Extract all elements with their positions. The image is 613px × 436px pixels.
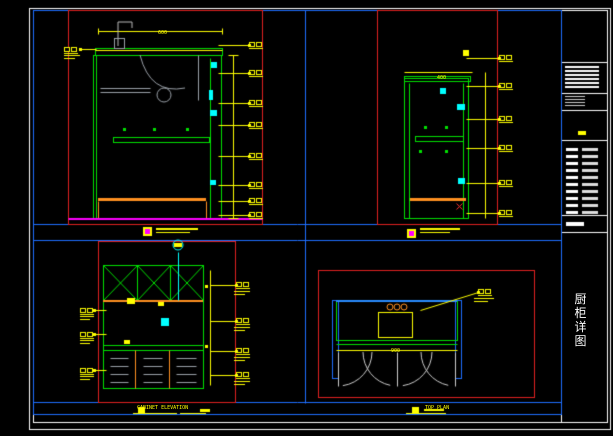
dimension-text-top-left: 600 — [158, 30, 168, 36]
sheet-title: 厨柜详图 — [574, 292, 588, 348]
dimension-text-plan: 900 — [391, 348, 401, 354]
view-title-cabinet-elevation: CABINET ELEVATION — [137, 405, 189, 411]
view-title-top-plan: TOP PLAN — [425, 405, 450, 411]
dimension-text-top-right: 400 — [437, 75, 447, 81]
